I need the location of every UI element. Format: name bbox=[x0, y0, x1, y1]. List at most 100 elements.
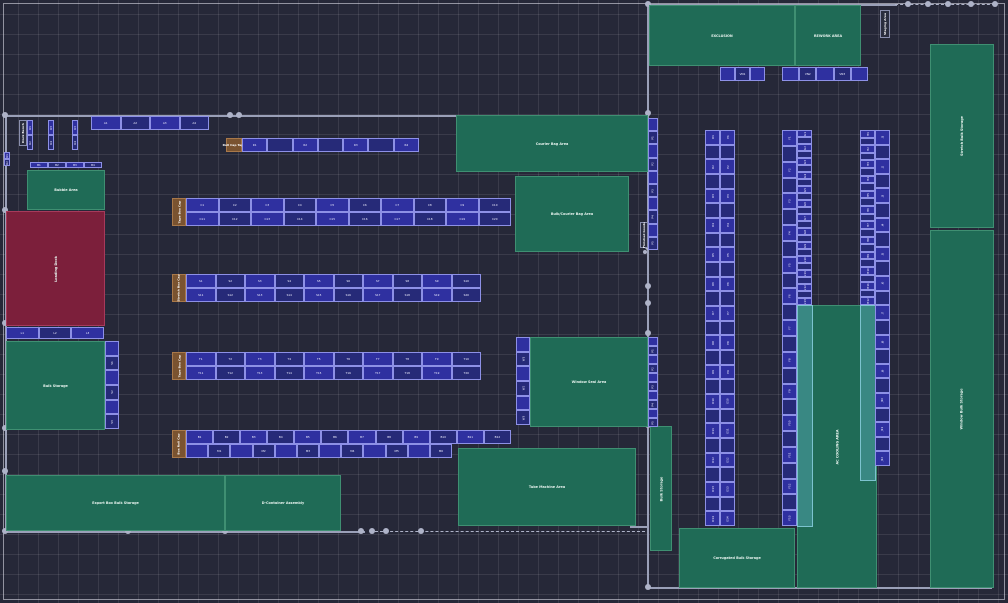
rack-cell[interactable]: S5 bbox=[304, 274, 334, 288]
zone-bulk-storage-left[interactable]: Bulk Storage bbox=[6, 341, 105, 430]
rack-cell[interactable] bbox=[860, 228, 875, 237]
rack-cell[interactable]: E13 bbox=[720, 482, 735, 497]
rack-cell[interactable]: B3 bbox=[240, 430, 268, 444]
rack-cell[interactable] bbox=[648, 391, 658, 400]
rack-cell[interactable] bbox=[705, 144, 720, 160]
rack-cell[interactable] bbox=[705, 467, 720, 483]
rack-cell[interactable] bbox=[705, 291, 720, 307]
rack-cell[interactable]: R2 bbox=[292, 138, 318, 152]
zone-rework[interactable]: REWORK AREA bbox=[795, 5, 861, 66]
rack-cell[interactable]: T6 bbox=[333, 352, 363, 366]
rack-cell[interactable] bbox=[720, 496, 735, 512]
zone-bubble[interactable]: Bubble Area bbox=[27, 170, 105, 210]
rack-cell[interactable]: J4 bbox=[875, 217, 890, 233]
rack-cell[interactable]: D6 bbox=[705, 276, 720, 292]
rack-cell[interactable] bbox=[368, 138, 394, 152]
rack-cell[interactable]: G2 bbox=[797, 144, 812, 151]
rack-cell[interactable]: S10 bbox=[451, 274, 481, 288]
rack-cell[interactable]: L3 bbox=[71, 327, 105, 339]
rack-cell[interactable]: L2 bbox=[38, 327, 72, 339]
rack-cell[interactable]: B5 bbox=[294, 430, 322, 444]
zone-corrugated[interactable]: Corrugated Bulk Storage bbox=[679, 528, 795, 588]
rack-cell[interactable] bbox=[705, 320, 720, 336]
tag-roll-cap[interactable]: Roll Cap Tape bbox=[223, 138, 245, 152]
rack-cell[interactable] bbox=[797, 277, 812, 284]
rack-cell[interactable]: B8 bbox=[375, 430, 403, 444]
rack-cell[interactable] bbox=[705, 408, 720, 424]
rack-cell[interactable] bbox=[750, 67, 765, 81]
rack-cell[interactable] bbox=[782, 304, 797, 321]
rack-cell[interactable] bbox=[363, 444, 386, 458]
rack-cell[interactable]: H1 bbox=[860, 130, 875, 138]
rack-cell[interactable]: J3 bbox=[875, 188, 890, 204]
rack-cell[interactable] bbox=[720, 232, 735, 248]
rack-cell[interactable] bbox=[875, 203, 890, 218]
rack-cell[interactable] bbox=[319, 444, 342, 458]
rack-cell[interactable]: S7 bbox=[363, 274, 393, 288]
rack-cell[interactable]: A1 bbox=[91, 116, 121, 130]
rack-cell[interactable]: D12 bbox=[705, 452, 720, 468]
rack-cell[interactable] bbox=[782, 272, 797, 289]
rack-cell[interactable]: B11 bbox=[456, 430, 484, 444]
rack-cell[interactable]: T19 bbox=[422, 366, 452, 380]
rack-cell[interactable]: B1 bbox=[186, 430, 214, 444]
rack-cell[interactable] bbox=[648, 223, 658, 237]
handle-dot[interactable] bbox=[222, 528, 228, 534]
rack-cell[interactable]: VN1 bbox=[735, 67, 750, 81]
rack-cell[interactable]: G13 bbox=[797, 298, 812, 305]
tag-dock[interactable]: Dock Bench bbox=[19, 120, 27, 146]
rack-cell[interactable]: B3 bbox=[66, 162, 84, 168]
rack-cell[interactable]: B4 bbox=[267, 430, 295, 444]
rack-cell[interactable]: F3 bbox=[782, 193, 797, 210]
rack-cell[interactable]: VN3 bbox=[833, 67, 851, 81]
rack-cell[interactable] bbox=[705, 262, 720, 277]
rack-exclusion-a[interactable]: VN1 bbox=[720, 67, 765, 81]
rack-cell[interactable]: C4 bbox=[283, 198, 316, 212]
rack-cell[interactable]: T15 bbox=[304, 366, 334, 380]
rack-cell[interactable]: F2 bbox=[782, 161, 797, 178]
rack-cell[interactable] bbox=[860, 213, 875, 222]
zone-bulk-storage-mid[interactable]: Bulk Storage bbox=[650, 426, 672, 551]
rack-cell[interactable]: T9 bbox=[422, 352, 452, 366]
rack-cell[interactable]: S17 bbox=[363, 288, 393, 302]
rack-cell[interactable] bbox=[648, 170, 658, 185]
rack-cell[interactable]: P2 bbox=[648, 157, 658, 171]
rack-cell[interactable]: E6 bbox=[720, 276, 735, 292]
rack-cell[interactable]: S2 bbox=[105, 385, 119, 400]
rack-cell[interactable] bbox=[720, 174, 735, 189]
rack-cell[interactable] bbox=[875, 378, 890, 393]
rack-cell[interactable] bbox=[720, 67, 735, 81]
rack-cell[interactable]: S1 bbox=[186, 274, 216, 288]
rack-cell[interactable]: R2 bbox=[4, 159, 10, 166]
rack-cell[interactable] bbox=[705, 496, 720, 512]
rack-cell[interactable]: E9 bbox=[720, 364, 735, 380]
rack-cell[interactable]: S6 bbox=[333, 274, 363, 288]
rack-cell[interactable]: G12 bbox=[797, 284, 812, 291]
rack-cell[interactable]: P1 bbox=[648, 346, 658, 355]
rack-cell[interactable]: C7 bbox=[381, 198, 414, 212]
rack-cell[interactable] bbox=[782, 367, 797, 384]
rack-cell[interactable]: J6 bbox=[875, 276, 890, 291]
rack-cell[interactable]: W1 bbox=[516, 351, 530, 367]
rack-cell[interactable]: C10 bbox=[478, 198, 511, 212]
tag-wrap4[interactable]: Box Roll Cap bbox=[172, 430, 186, 458]
rack-cell[interactable]: F1 bbox=[782, 130, 797, 146]
rack-cell[interactable] bbox=[720, 467, 735, 483]
rack-cell[interactable] bbox=[782, 209, 797, 226]
rack-cell[interactable]: B9 bbox=[402, 430, 430, 444]
rack-cell[interactable]: W3 bbox=[516, 410, 530, 426]
handle-dot[interactable] bbox=[645, 584, 651, 590]
rack-cell[interactable]: P3 bbox=[648, 382, 658, 391]
zone-courier-bag[interactable]: Courier Bag Area bbox=[456, 115, 648, 172]
rack-cell[interactable] bbox=[875, 173, 890, 189]
rack-cell[interactable]: P1 bbox=[648, 131, 658, 145]
rack-cell[interactable]: E3 bbox=[720, 188, 735, 204]
